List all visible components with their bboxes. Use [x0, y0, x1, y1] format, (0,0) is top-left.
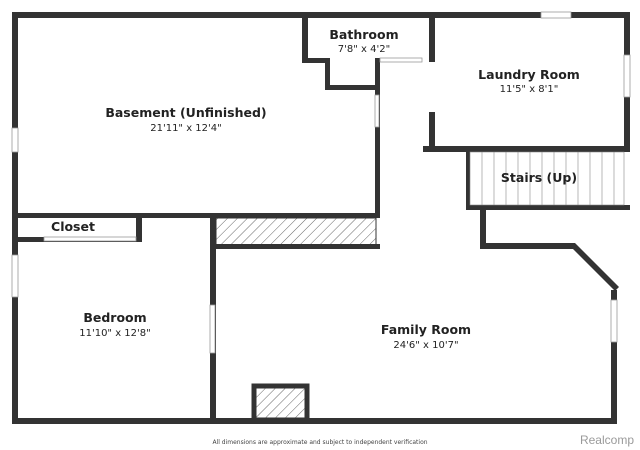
- room-label-family: Family Room 24'6" x 10'7": [381, 322, 471, 351]
- room-label-bedroom: Bedroom 11'10" x 12'8": [79, 310, 151, 339]
- room-dims-family: 24'6" x 10'7": [393, 340, 458, 351]
- room-name-family: Family Room: [381, 322, 471, 337]
- door-bathroom: [379, 57, 423, 63]
- window-closet: [43, 236, 137, 242]
- hatched-duct-area: [215, 217, 377, 246]
- room-dims-bedroom: 11'10" x 12'8": [79, 328, 151, 339]
- room-name-bathroom: Bathroom: [329, 27, 398, 42]
- room-dims-bathroom: 7'8" x 4'2": [338, 44, 390, 55]
- brand-watermark: Realcomp: [580, 433, 634, 447]
- room-name-laundry: Laundry Room: [478, 67, 580, 82]
- room-label-bathroom: Bathroom 7'8" x 4'2": [329, 27, 398, 55]
- room-label-closet: Closet: [51, 219, 95, 234]
- window-basement-left: [11, 127, 19, 153]
- room-name-basement: Basement (Unfinished): [105, 105, 266, 120]
- hatched-chimney: [251, 383, 310, 423]
- door-basement: [374, 94, 380, 128]
- room-name-bedroom: Bedroom: [83, 310, 146, 325]
- room-label-basement: Basement (Unfinished) 21'11" x 12'4": [105, 105, 266, 134]
- disclaimer-text: All dimensions are approximate and subje…: [212, 439, 427, 446]
- window-laundry-top: [540, 11, 572, 19]
- window-family-right: [610, 299, 618, 343]
- room-dims-laundry: 11'5" x 8'1": [500, 84, 559, 95]
- door-bedroom: [209, 304, 216, 354]
- hatched-duct-lower-wall: [216, 244, 380, 249]
- room-name-closet: Closet: [51, 219, 95, 234]
- room-label-stairs: Stairs (Up): [501, 170, 577, 185]
- room-name-stairs: Stairs (Up): [501, 170, 577, 185]
- room-dims-basement: 21'11" x 12'4": [150, 123, 222, 134]
- window-laundry-right: [623, 54, 631, 98]
- window-bedroom-left: [11, 254, 19, 298]
- stairs: [469, 151, 625, 206]
- room-label-laundry: Laundry Room 11'5" x 8'1": [478, 67, 580, 95]
- windows: [11, 11, 631, 354]
